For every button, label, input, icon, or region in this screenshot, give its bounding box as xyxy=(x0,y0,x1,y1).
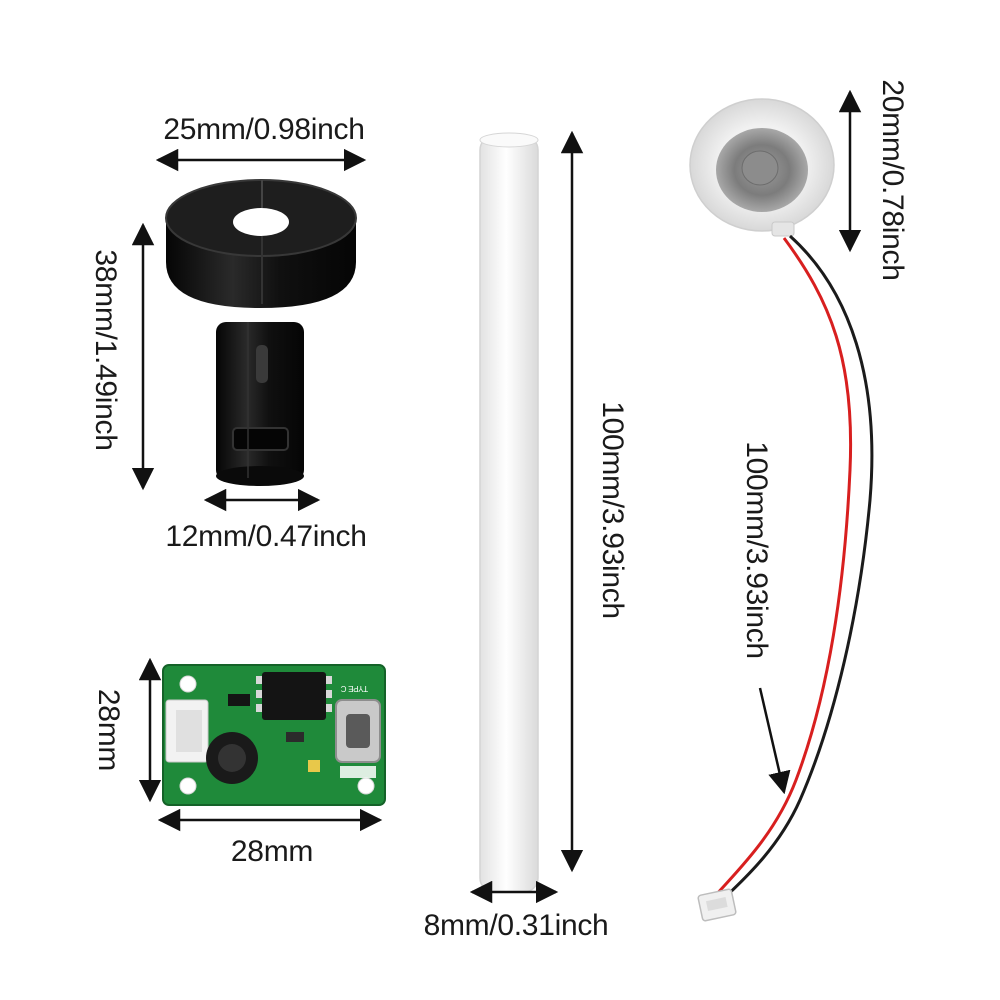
disc-diameter-label: 20mm/0.78inch xyxy=(876,79,909,281)
dimension-lines xyxy=(131,89,862,904)
cotton-stick xyxy=(479,132,539,893)
driver-board xyxy=(162,664,386,806)
holder-width-label: 25mm/0.98inch xyxy=(163,113,365,146)
wire-length-label: 100mm/3.93inch xyxy=(740,441,773,659)
board-height-label: 28mm xyxy=(92,688,125,772)
stick-width-label: 8mm/0.31inch xyxy=(423,909,609,942)
atomizer-disc xyxy=(689,98,835,237)
board-width-label: 28mm xyxy=(230,835,314,868)
stick-length-label: 100mm/3.93inch xyxy=(596,401,629,619)
holder-base-label: 12mm/0.47inch xyxy=(165,520,367,553)
holder-height-label: 38mm/1.49inch xyxy=(89,249,122,451)
holder-part xyxy=(165,179,357,486)
type-c-label: TYPE C xyxy=(341,684,369,693)
atomizer-wires xyxy=(697,234,874,922)
